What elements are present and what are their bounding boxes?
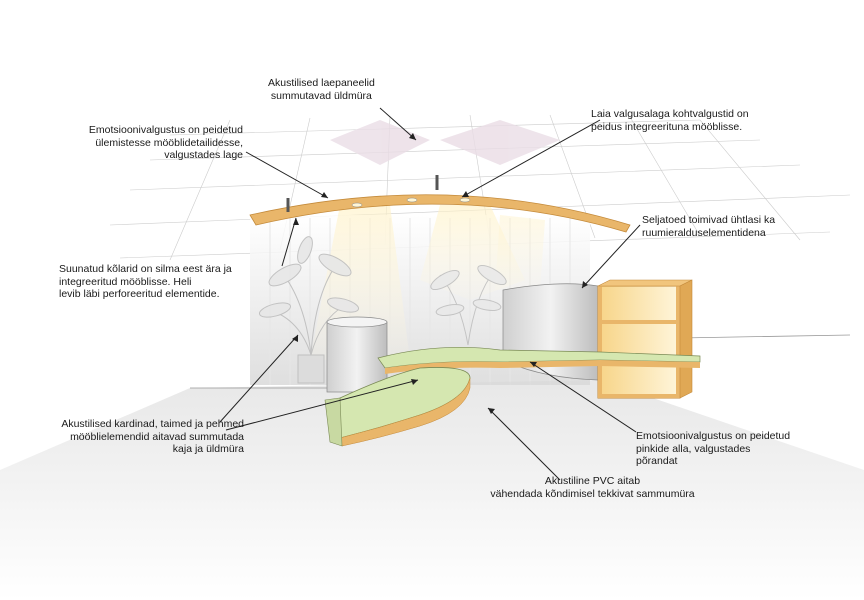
green-bench: [324, 346, 701, 447]
callout-lines: [219, 107, 641, 481]
ceiling-glow: [330, 120, 560, 165]
floor: [0, 380, 864, 600]
ceiling-panel: [249, 175, 631, 233]
callout-arrowheads: [292, 133, 588, 414]
shelving-unit: [597, 279, 693, 399]
plant-right: [430, 264, 507, 346]
plant-left: [258, 236, 360, 384]
column-left: [326, 316, 388, 393]
floor-edge-right: [679, 334, 851, 339]
